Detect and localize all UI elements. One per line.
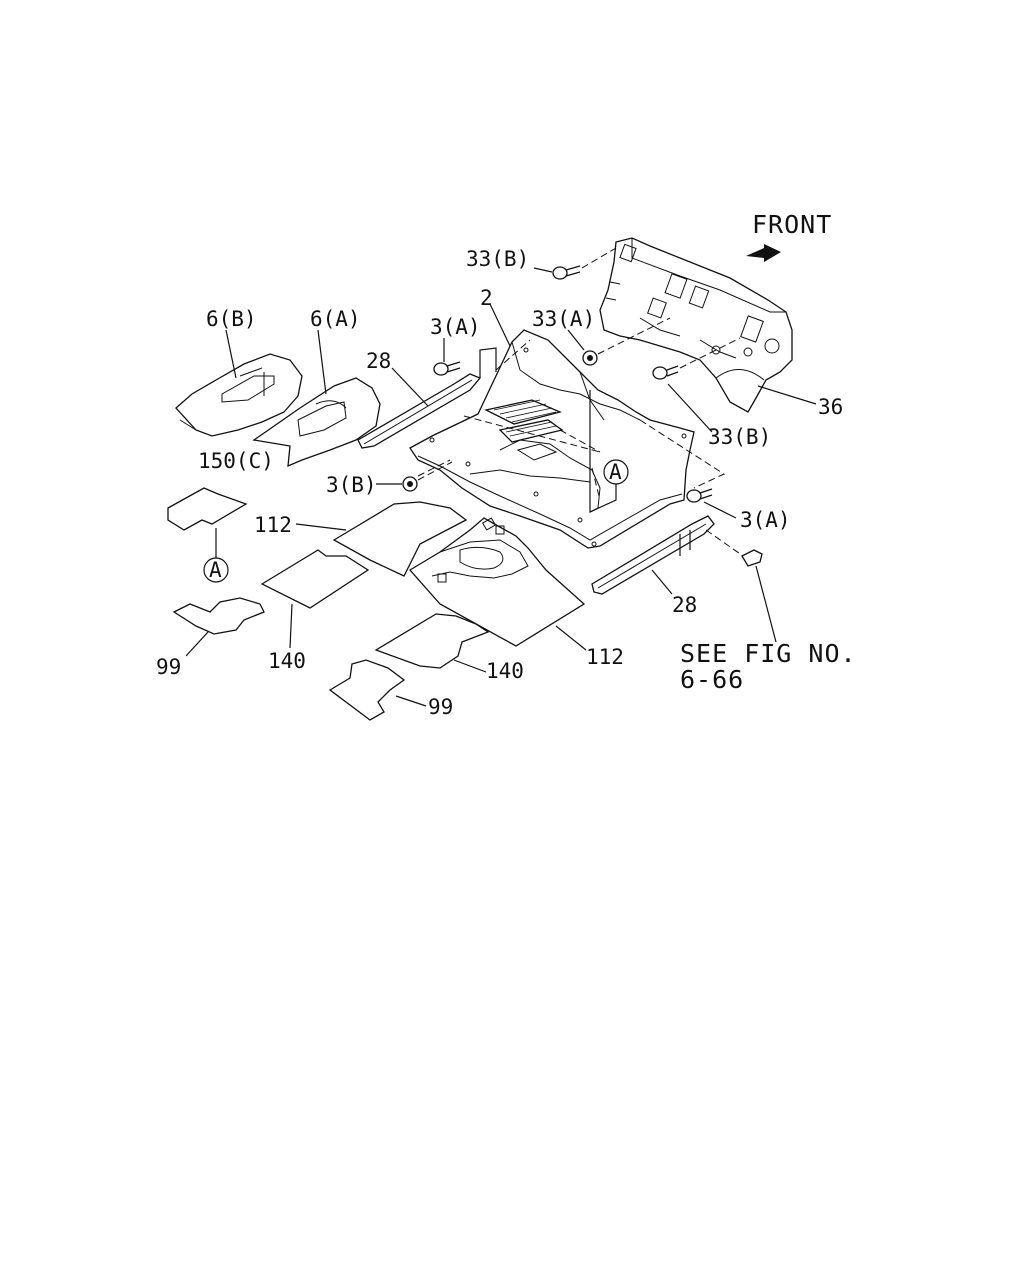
reference-marker-a-left-label: A — [209, 558, 222, 582]
callout-28-left: 28 — [366, 349, 391, 373]
clip-33b-right — [652, 365, 679, 380]
insulator-112-right — [408, 517, 586, 647]
callout-28-right: 28 — [672, 593, 697, 617]
sill-plate-28-right — [591, 515, 715, 595]
sill-plate-28-left — [357, 347, 497, 449]
callout-3b: 3(B) — [326, 473, 377, 497]
trim-clip-part — [741, 549, 763, 567]
nut-33a — [582, 350, 598, 366]
callout-112-right: 112 — [586, 645, 624, 669]
callout-140-right: 140 — [486, 659, 524, 683]
clip-33b-top — [552, 265, 581, 280]
clip-3a-right — [686, 488, 713, 503]
callout-140-left: 140 — [268, 649, 306, 673]
insulator-6b — [175, 353, 303, 437]
insulator-112-left — [332, 501, 468, 577]
mat-99-left — [172, 597, 265, 635]
callout-33a: 33(A) — [532, 307, 595, 331]
mat-99-right — [328, 659, 406, 721]
callout-33b-right: 33(B) — [708, 425, 771, 449]
reference-marker-a-carpet-label: A — [609, 460, 622, 484]
callout-33b-top: 33(B) — [466, 247, 529, 271]
callout-6b: 6(B) — [206, 307, 257, 331]
callout-36: 36 — [818, 395, 843, 419]
callout-3a-top: 3(A) — [430, 315, 481, 339]
callout-2: 2 — [480, 286, 493, 310]
clip-3a-top — [433, 361, 461, 376]
rear-panel-insulator-36 — [599, 237, 793, 413]
callout-112-left: 112 — [254, 513, 292, 537]
reference-marker-a-left — [203, 557, 229, 583]
insulator-6a — [252, 377, 381, 468]
insulator-140-right — [374, 613, 490, 669]
front-direction-label: FRONT — [752, 210, 832, 239]
callout-150c: 150(C) — [198, 449, 274, 473]
callout-99-right: 99 — [428, 695, 453, 719]
callout-6a: 6(A) — [310, 307, 361, 331]
see-fig-number: 6-66 — [680, 665, 744, 694]
front-arrow-icon — [746, 244, 781, 262]
see-fig-note: SEE FIG NO. — [680, 639, 857, 668]
nut-3b — [402, 476, 418, 492]
callout-99-left: 99 — [156, 655, 181, 679]
insulator-140-left — [260, 549, 370, 609]
callout-3a-right: 3(A) — [740, 508, 791, 532]
insulator-150c — [167, 487, 248, 531]
